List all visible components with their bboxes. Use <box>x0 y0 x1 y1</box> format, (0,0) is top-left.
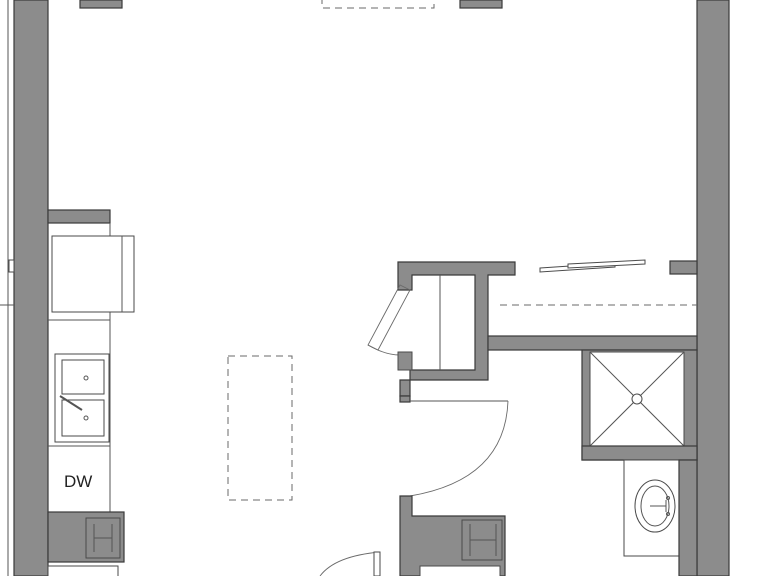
top-wall-stub-left <box>79 0 123 9</box>
lower-middle-opening <box>419 565 501 576</box>
hall-partition-horizontal <box>487 335 698 351</box>
right-wall-stub <box>669 260 698 275</box>
counter-top-cap <box>47 209 111 224</box>
left-exterior-wall <box>13 0 49 576</box>
closet-door-panel <box>367 284 411 351</box>
lower-left-h-mark <box>93 524 113 552</box>
lavatory-handle-1 <box>666 496 670 500</box>
right-exterior-wall <box>696 0 730 576</box>
sink-drain-top <box>83 375 89 381</box>
kitchen-island-outline <box>227 355 293 501</box>
bath-door-jamb-top <box>399 395 411 403</box>
lavatory-faucet <box>650 500 667 512</box>
bottom-door-swing <box>319 551 381 576</box>
top-wall-stub-right <box>459 0 503 9</box>
lavatory-inner <box>640 485 670 527</box>
closet-door-jamb <box>397 351 413 371</box>
sink-basin-top <box>61 359 105 395</box>
sliding-panel-2 <box>567 259 646 269</box>
lower-middle-h-mark <box>469 524 497 556</box>
left-wall-small-notch <box>8 259 15 273</box>
shower-drain <box>631 393 643 405</box>
sink-faucet <box>59 395 83 411</box>
lower-left-opening <box>47 565 119 576</box>
shower-bottom-wall <box>581 445 698 461</box>
sink-basin-bottom <box>61 399 105 437</box>
bath-door-swing <box>409 400 509 497</box>
closet-door-swing <box>367 344 401 356</box>
sink-drain-bottom <box>83 415 89 421</box>
closet-walls <box>397 261 516 397</box>
top-window-outline <box>321 0 435 9</box>
vanity-side-wall <box>678 459 698 576</box>
lavatory-handle-2 <box>666 512 670 516</box>
range-appliance <box>51 235 135 313</box>
dishwasher-label: DW <box>64 472 92 491</box>
bottom-door-leaf <box>373 551 381 576</box>
